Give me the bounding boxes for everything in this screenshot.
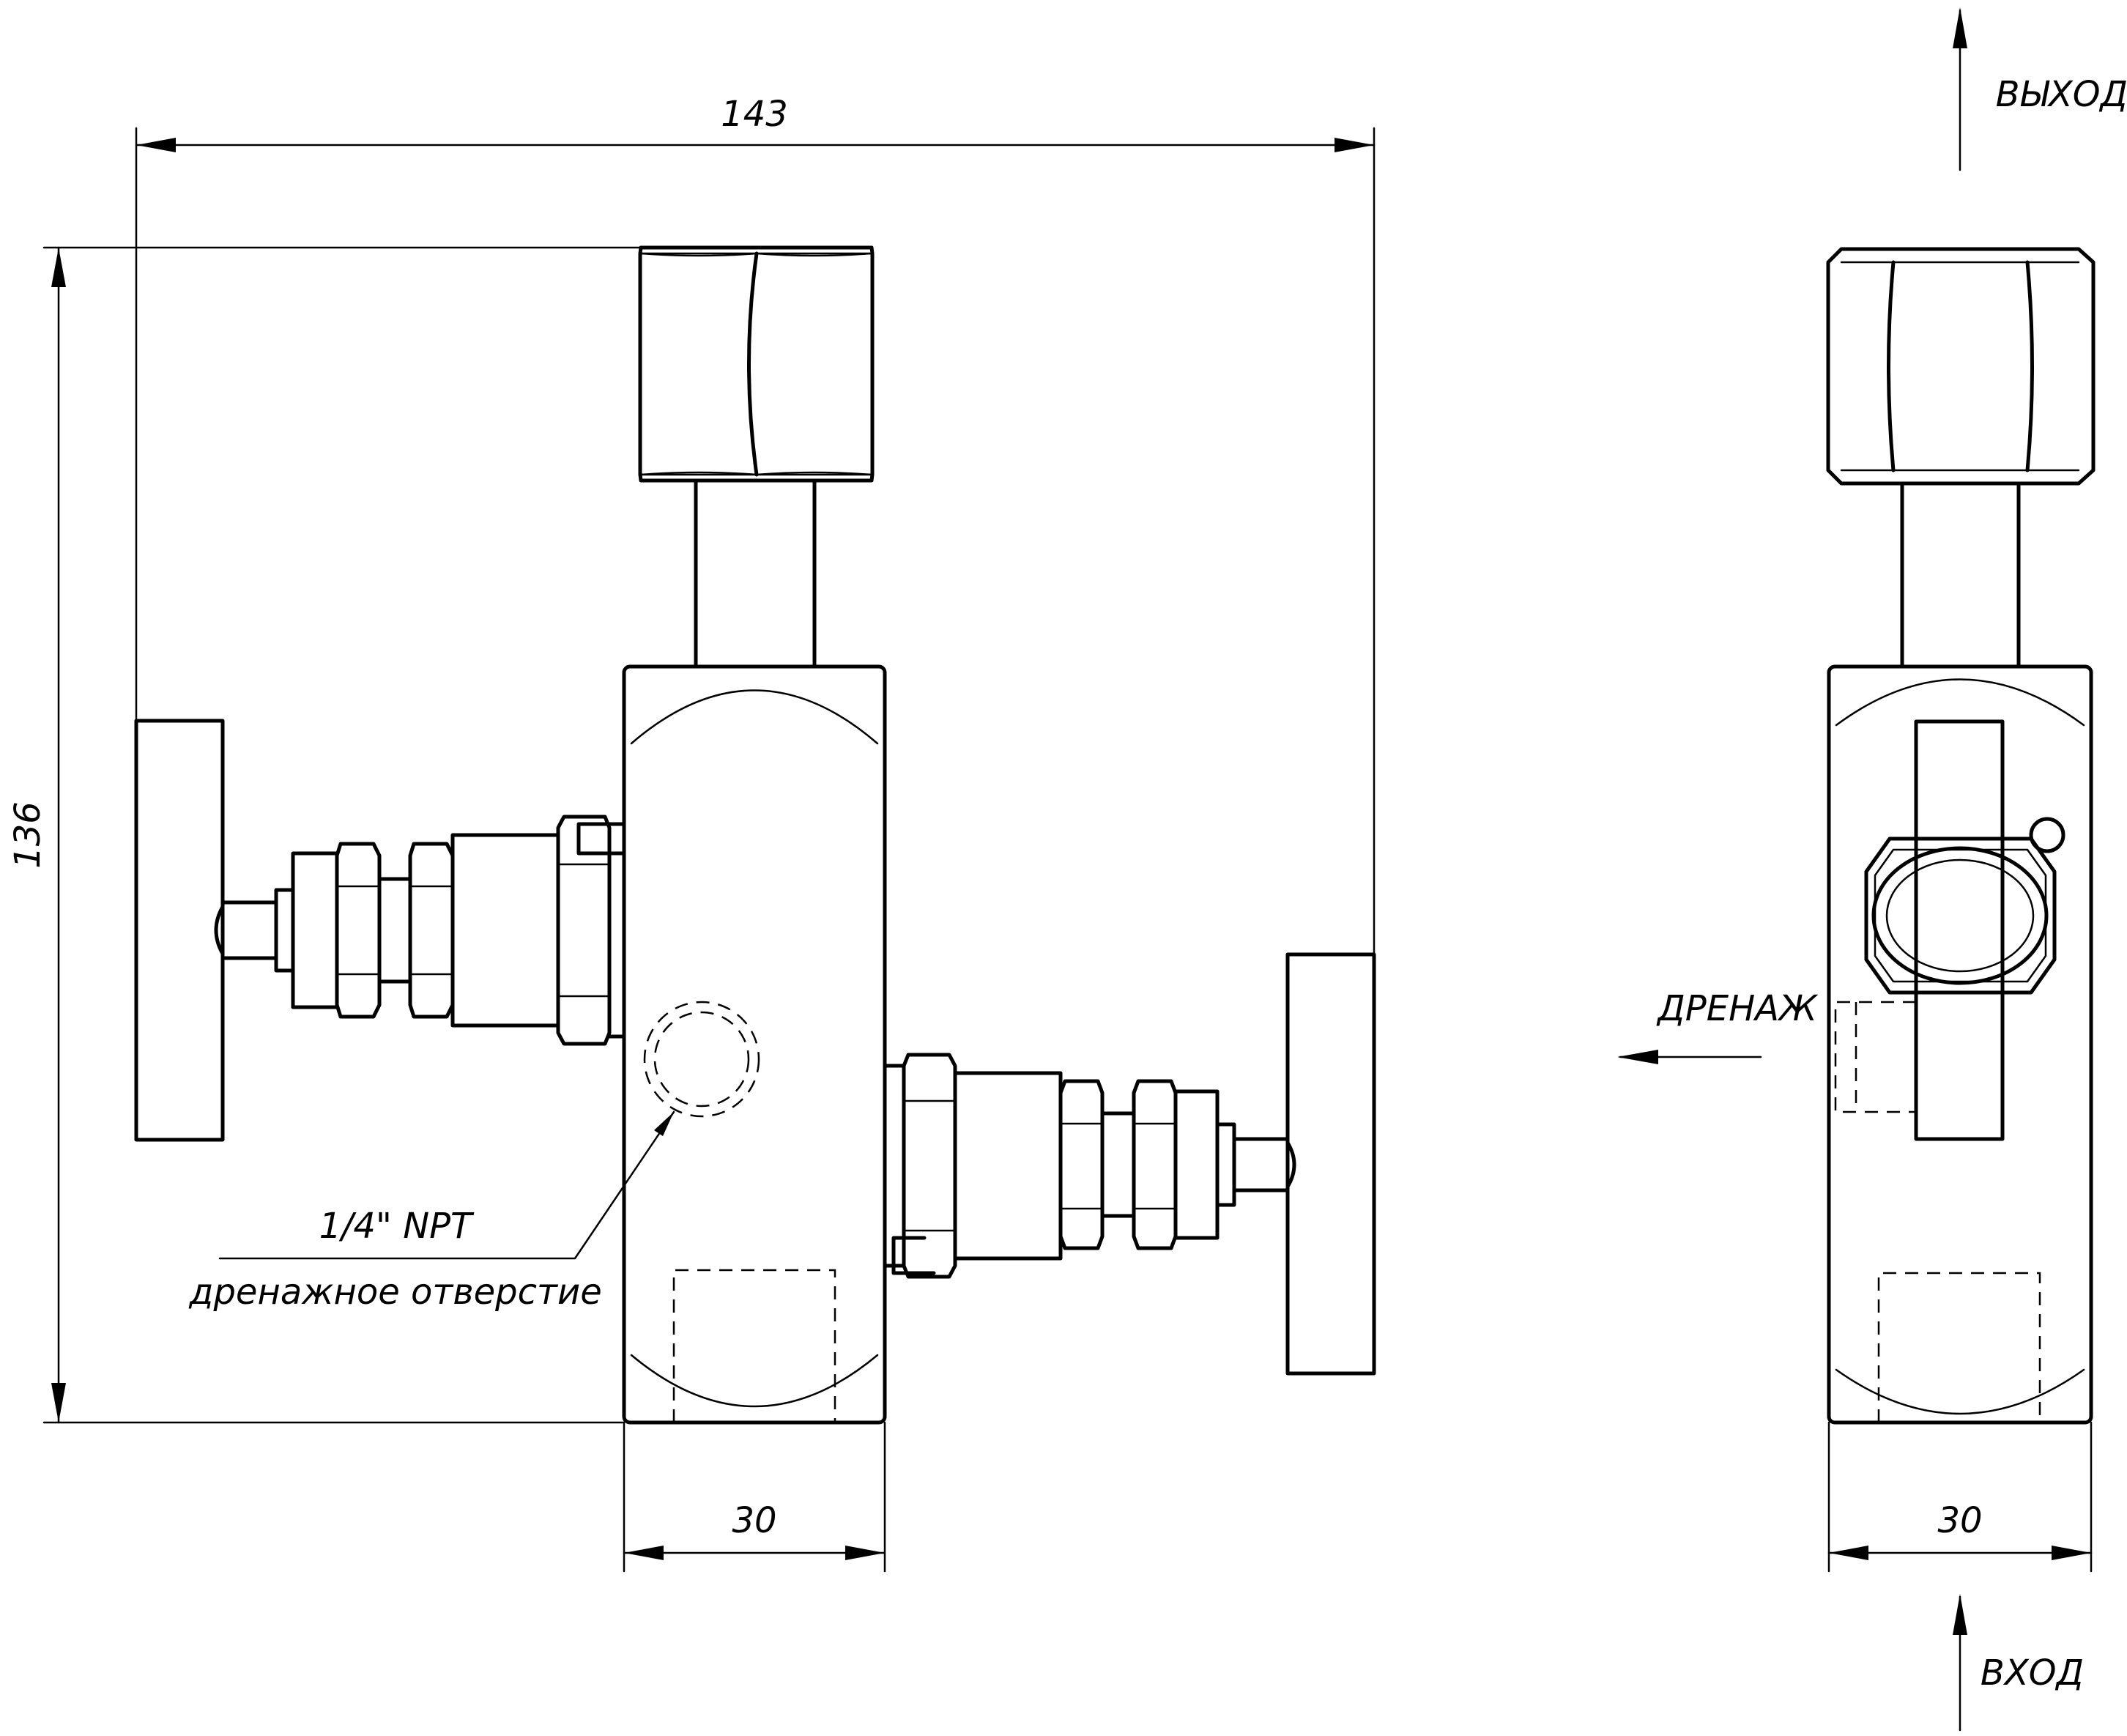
dimension-front-body-width: 30 [623, 1421, 886, 1573]
front-inlet-port-hidden [672, 1269, 836, 1422]
dim-30-side-label: 30 [1937, 1500, 1982, 1541]
dimension-overall-width: 143 [135, 94, 1376, 956]
front-view [134, 245, 1376, 1425]
dim-143-label: 143 [721, 94, 788, 135]
front-drain-hole [643, 1001, 760, 1118]
inlet-label: ВХОД [1981, 1652, 2084, 1694]
dim-30-front-label: 30 [732, 1500, 776, 1541]
drain-callout-leader [218, 1110, 675, 1260]
front-outlet-stem [694, 478, 817, 669]
drain-label: ДРЕНАЖ [1656, 988, 1819, 1029]
side-valve-handle [1914, 719, 2005, 1141]
right-valve-assembly [883, 952, 1376, 1376]
side-outlet-hex-fitting [1826, 247, 2096, 486]
dimension-side-body-width: 30 [1827, 1421, 2093, 1573]
front-valve-body [622, 664, 887, 1425]
side-valve-hex-nut [1864, 837, 2057, 995]
inlet-flow-arrow: ВХОД [1953, 1594, 2084, 1732]
drain-thread-label: 1/4" NPT [319, 1206, 475, 1247]
front-outlet-hex-fitting [638, 245, 875, 483]
drain-description-label: дренажное отверстие [188, 1272, 601, 1313]
left-valve-assembly [134, 719, 626, 1142]
side-view [1826, 247, 2096, 1425]
dimension-overall-height: 136 [7, 246, 642, 1424]
dim-136-label: 136 [7, 801, 48, 869]
side-valve-body [1827, 664, 2093, 1425]
side-plug-circle [2029, 817, 2065, 853]
side-outlet-stem [1900, 481, 2021, 669]
outlet-flow-arrow: ВЫХОД [1953, 7, 2127, 171]
drain-flow-arrow: ДРЕНАЖ [1617, 988, 1819, 1064]
outlet-label: ВЫХОД [1996, 74, 2127, 115]
side-drain-port-hidden [1834, 1001, 1916, 1113]
